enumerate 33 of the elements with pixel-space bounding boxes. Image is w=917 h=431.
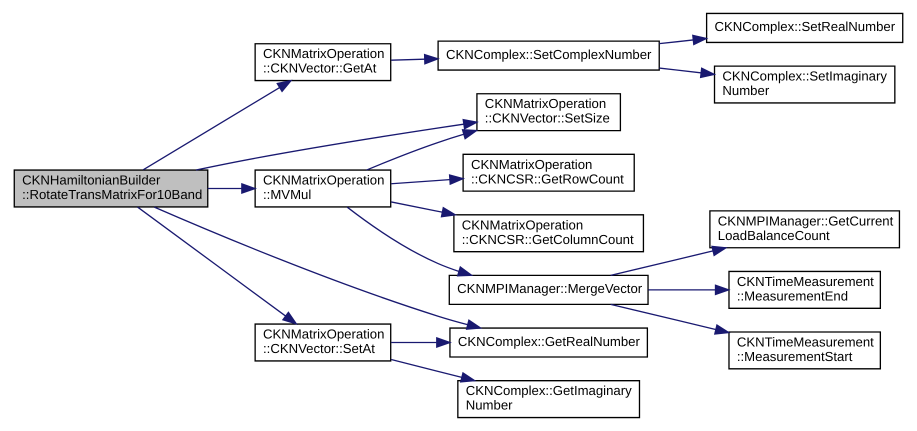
arrow xyxy=(391,201,458,218)
arrow xyxy=(659,34,708,46)
node-box: CKNComplex::SetImaginary Number xyxy=(714,65,896,104)
arrow xyxy=(366,129,478,171)
arrow xyxy=(610,304,731,335)
arrow xyxy=(142,80,293,170)
arrow xyxy=(391,358,477,383)
arrow xyxy=(659,67,716,78)
node-box: CKNComplex::SetComplexNumber xyxy=(437,40,660,71)
node-box: CKNTimeMeasurement ::MeasurementEnd xyxy=(728,270,882,309)
arrow xyxy=(346,206,474,276)
arrow xyxy=(391,336,452,348)
node-box: CKNComplex::SetRealNumber xyxy=(706,12,904,44)
arrow xyxy=(391,54,440,65)
node-box: CKNMatrixOperation ::CKNVector::SetAt xyxy=(254,323,392,362)
node-box: CKNMatrixOperation ::CKNCSR::GetRowCount xyxy=(462,154,635,192)
arrow xyxy=(648,284,731,296)
arrow xyxy=(137,206,298,326)
arrow xyxy=(610,246,728,276)
node-box: CKNMatrixOperation ::MVMul xyxy=(254,169,392,208)
arrow xyxy=(208,182,257,194)
node-box: CKNComplex::GetImaginary Number xyxy=(457,380,640,418)
node-box: CKNHamiltonianBuilder ::RotateTransMatrixFor10Band xyxy=(14,169,208,208)
arrow xyxy=(196,118,479,171)
node-box: CKNMatrixOperation ::CKNCSR::GetColumnCount xyxy=(453,214,644,252)
node-box: CKNMatrixOperation ::CKNVector::GetAt xyxy=(254,43,392,82)
node-box: CKNMatrixOperation ::CKNVector::SetSize xyxy=(476,93,622,132)
arrow xyxy=(154,206,482,330)
node-box: CKNTimeMeasurement ::MeasurementStart xyxy=(728,331,882,370)
node-box: CKNComplex::GetRealNumber xyxy=(449,327,648,358)
node-box: CKNMPIManager::GetCurrent LoadBalanceCount xyxy=(709,210,900,248)
arrow xyxy=(391,174,466,186)
node-box: CKNMPIManager::MergeVector xyxy=(448,274,649,305)
